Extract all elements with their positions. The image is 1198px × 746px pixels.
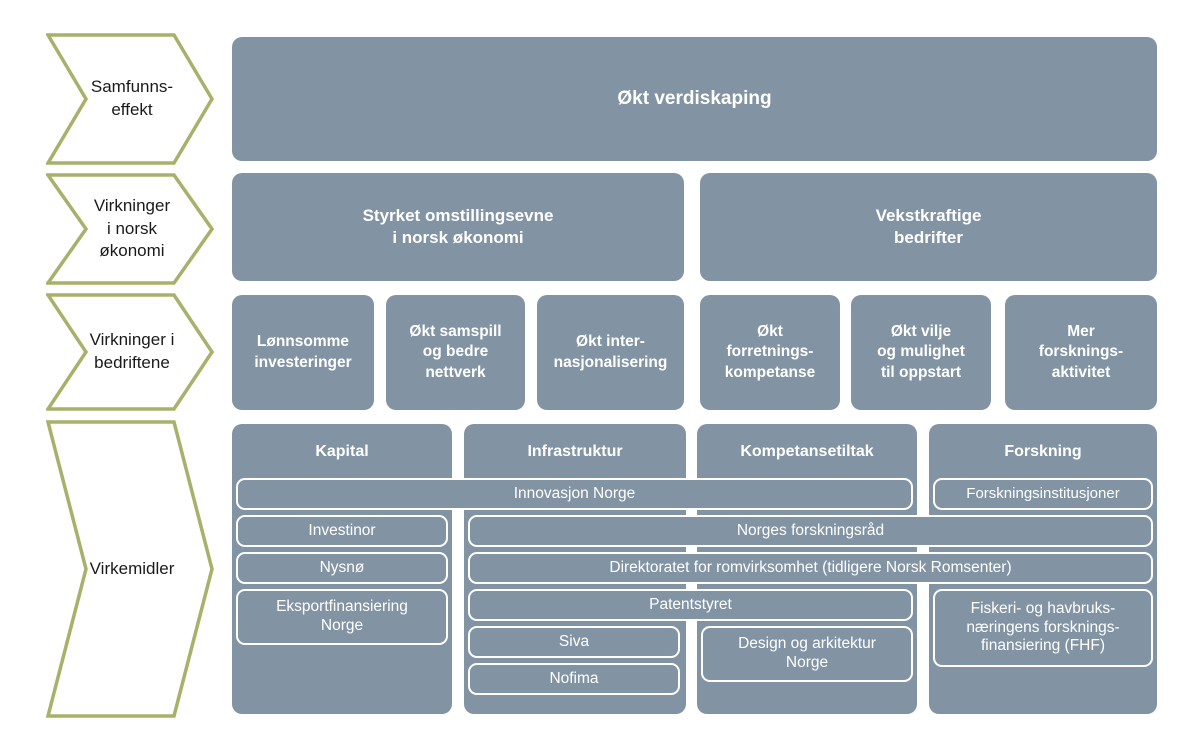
instrument-pill-investinor: Investinor	[236, 515, 448, 547]
panel-label-okt-verdiskaping: Økt verdiskaping	[617, 88, 772, 110]
panel-label-okt-internasjonalisering: Økt inter- nasjonalisering	[553, 333, 668, 371]
stage-label-samfunnseffekt: Samfunns- effekt	[90, 77, 174, 119]
stage-label-virkemidler: Virkemidler	[89, 558, 175, 578]
instrument-pill-forskningsinstitusjoner: Forskningsinstitusjoner	[933, 478, 1153, 510]
instrument-pill-eksportfinansiering-norge: Eksportfinansiering Norge	[236, 589, 448, 645]
instrument-pill-norges-forskningsrad: Norges forskningsråd	[468, 515, 1153, 547]
stage-label-virkninger-norsk-okonomi: Virkninger i norsk økonomi	[93, 195, 171, 261]
instrument-column-header-kompetansetiltak: Kompetansetiltak	[740, 443, 874, 460]
instrument-column-header-kapital: Kapital	[315, 443, 369, 460]
instrument-pill-design-arkitektur-norge: Design og arkitektur Norge	[701, 626, 913, 682]
panel-okt-forretningskompetanse: Økt forretnings- kompetanse	[700, 295, 840, 410]
chevron-shape-icon	[46, 33, 214, 165]
stage-chevron-samfunnseffekt: Samfunns- effekt	[46, 33, 214, 165]
chevron-shape-icon	[46, 420, 214, 718]
stage-chevron-virkninger-bedriftene: Virkninger i bedriftene	[46, 293, 214, 411]
panel-styrket-omstillingsevne: Styrket omstillingsevne i norsk økonomi	[232, 173, 684, 281]
instrument-pill-fiskeri-havbruk-fhf: Fiskeri- og havbruks- næringens forsknin…	[933, 589, 1153, 667]
instrument-pill-patentstyret: Patentstyret	[468, 589, 913, 621]
stage-chevron-virkemidler: Virkemidler	[46, 420, 214, 718]
panel-label-styrket-omstillingsevne: Styrket omstillingsevne i norsk økonomi	[362, 205, 554, 247]
panel-label-vekstkraftige-bedrifter: Vekstkraftige bedrifter	[875, 205, 982, 247]
instrument-pill-nofima: Nofima	[468, 663, 680, 695]
panel-okt-verdiskaping: Økt verdiskaping	[232, 37, 1157, 161]
instrument-pill-nysno: Nysnø	[236, 552, 448, 584]
panel-mer-forskningsaktivitet: Mer forsknings- aktivitet	[1005, 295, 1157, 410]
instrument-column-header-forskning: Forskning	[1004, 443, 1082, 460]
chevron-shape-icon	[46, 293, 214, 411]
instrument-pill-innovasjon-norge: Innovasjon Norge	[236, 478, 913, 510]
stage-chevron-virkninger-norsk-okonomi: Virkninger i norsk økonomi	[46, 173, 214, 285]
stage-label-virkninger-bedriftene: Virkninger i bedriftene	[89, 330, 175, 372]
panel-label-okt-vilje-oppstart: Økt vilje og mulighet til oppstart	[877, 322, 965, 381]
panel-label-okt-samspill: Økt samspill og bedre nettverk	[409, 322, 502, 381]
instrument-column-header-infrastruktur: Infrastruktur	[527, 443, 623, 460]
panel-lonnsomme-investeringer: Lønnsomme investeringer	[232, 295, 374, 410]
panel-okt-internasjonalisering: Økt inter- nasjonalisering	[537, 295, 684, 410]
panel-label-mer-forskningsaktivitet: Mer forsknings- aktivitet	[1038, 322, 1124, 381]
panel-label-lonnsomme-investeringer: Lønnsomme investeringer	[254, 333, 352, 371]
instrument-pill-direktoratet-romvirksomhet: Direktoratet for romvirksomhet (tidliger…	[468, 552, 1153, 584]
panel-okt-samspill: Økt samspill og bedre nettverk	[386, 295, 525, 410]
panel-vekstkraftige-bedrifter: Vekstkraftige bedrifter	[700, 173, 1157, 281]
chevron-shape-icon	[46, 173, 214, 285]
panel-label-okt-forretningskompetanse: Økt forretnings- kompetanse	[724, 322, 816, 381]
panel-okt-vilje-oppstart: Økt vilje og mulighet til oppstart	[851, 295, 991, 410]
instrument-pill-siva: Siva	[468, 626, 680, 658]
